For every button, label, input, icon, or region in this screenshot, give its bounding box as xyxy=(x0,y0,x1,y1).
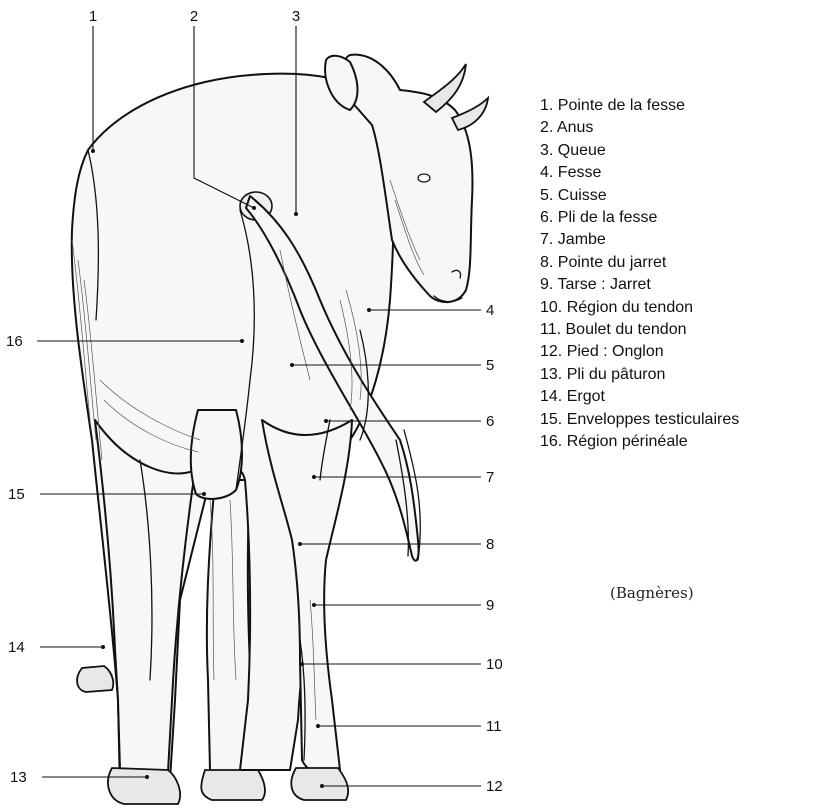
legend-item: 15. Enveloppes testiculaires xyxy=(540,409,739,431)
cow-illustration xyxy=(72,55,488,804)
legend-item: 1. Pointe de la fesse xyxy=(540,95,739,117)
callout-8: 8 xyxy=(486,536,494,553)
callout-3: 3 xyxy=(292,8,300,25)
legend-item: 16. Région périnéale xyxy=(540,431,739,453)
right-hoof xyxy=(291,768,348,800)
legend-item: 14. Ergot xyxy=(540,386,739,408)
callout-5: 5 xyxy=(486,357,494,374)
callout-13: 13 xyxy=(10,769,27,786)
legend-list: 1. Pointe de la fesse 2. Anus 3. Queue 4… xyxy=(540,95,739,454)
legend-item: 8. Pointe du jarret xyxy=(540,252,739,274)
legend-item: 9. Tarse : Jarret xyxy=(540,274,739,296)
legend-item: 7. Jambe xyxy=(540,229,739,251)
callout-6: 6 xyxy=(486,413,494,430)
callout-9: 9 xyxy=(486,597,494,614)
callout-7: 7 xyxy=(486,469,494,486)
callout-1: 1 xyxy=(89,8,97,25)
legend-item: 6. Pli de la fesse xyxy=(540,207,739,229)
near-dewclaw xyxy=(77,666,113,692)
legend-item: 10. Région du tendon xyxy=(540,297,739,319)
callout-15: 15 xyxy=(8,486,25,503)
legend-item: 5. Cuisse xyxy=(540,185,739,207)
callout-2: 2 xyxy=(190,8,198,25)
cow-eye xyxy=(418,174,430,182)
legend-item: 2. Anus xyxy=(540,117,739,139)
callout-16: 16 xyxy=(6,333,23,350)
source-credit: (Bagnères) xyxy=(610,584,694,602)
scrotum xyxy=(191,410,242,499)
callout-14: 14 xyxy=(8,639,25,656)
horn-left xyxy=(424,64,466,112)
legend-item: 13. Pli du pâturon xyxy=(540,364,739,386)
legend-item: 12. Pied : Onglon xyxy=(540,341,739,363)
far-hoof xyxy=(201,770,265,800)
callout-12: 12 xyxy=(486,778,503,795)
callout-4: 4 xyxy=(486,302,494,319)
legend-item: 11. Boulet du tendon xyxy=(540,319,739,341)
callout-10: 10 xyxy=(486,656,503,673)
legend-item: 4. Fesse xyxy=(540,162,739,184)
legend-item: 3. Queue xyxy=(540,140,739,162)
near-hoof xyxy=(108,768,180,804)
callout-11: 11 xyxy=(486,718,502,735)
